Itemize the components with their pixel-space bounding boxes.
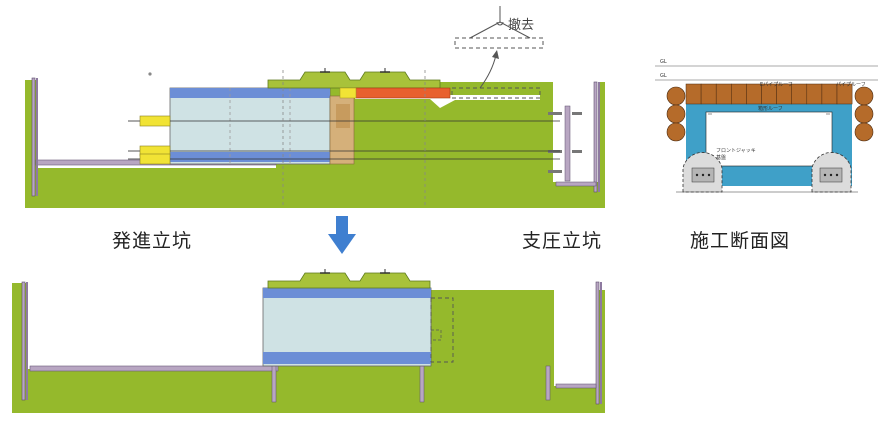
cross-section-label: 施工断面図 [690, 230, 791, 252]
pipe-roof-segment [685, 83, 702, 105]
reaction-shaft-opening [553, 82, 598, 182]
pipe-roof-segment [806, 83, 823, 105]
section-roof-right-label: パイプルーフ [836, 82, 866, 88]
removal-label: 撤去 [508, 18, 535, 33]
pc-strands [170, 120, 560, 160]
top-roof-plates [267, 68, 441, 89]
launch-shaft-wall-pile [31, 77, 36, 197]
pipe-roof-segment [700, 83, 717, 105]
box-culvert-final [262, 287, 432, 367]
bottom-roof-plates [267, 269, 431, 289]
bottom-diagram [12, 269, 605, 413]
pipe-roof-segment [715, 83, 732, 105]
pipe-roof-segment [836, 83, 853, 105]
removed-pipe-outline [451, 87, 541, 99]
section-inner-roof-label: 箱形ルーフ [758, 106, 783, 112]
section-pipe-roof-row [685, 83, 853, 105]
launch-shaft-label: 発進立坑 [112, 230, 193, 252]
section-gl-label-2: GL [660, 73, 667, 79]
down-arrow-icon [328, 216, 356, 254]
section-base-label: 基盤 [716, 155, 727, 161]
reaction-fixtures [548, 112, 582, 173]
hydraulic-jacks [128, 115, 171, 165]
cross-section-diagram [655, 65, 878, 193]
section-side-pipes [666, 86, 874, 142]
red-pipe-roof [354, 87, 451, 99]
top-diagram [25, 6, 605, 208]
pipe-roof-segment [821, 83, 838, 105]
section-gl-label-1: GL [660, 59, 667, 65]
bottom-launch-floor [29, 365, 279, 372]
reaction-shaft-label: 支圧立坑 [522, 230, 603, 252]
box-culvert-top [169, 87, 331, 165]
section-jack-label: フロントジャッキ [716, 148, 756, 154]
pipe-roof-segment [791, 83, 808, 105]
section-roof-label: Eパイプルーフ [760, 82, 793, 88]
section-base-jacks [676, 152, 858, 193]
pipe-roof-segment [731, 83, 747, 105]
crane-hook-icon [454, 6, 544, 49]
reaction-shaft-wall-pile [593, 81, 598, 193]
